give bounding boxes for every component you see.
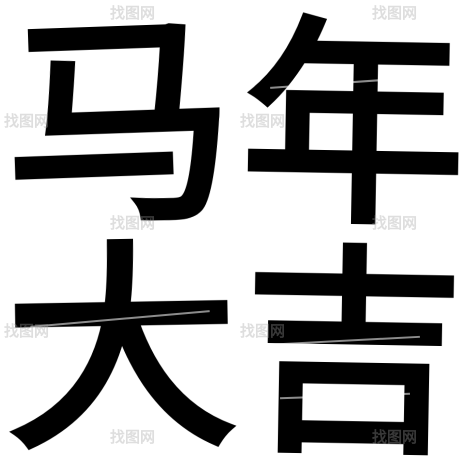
character-da: 大 [2,217,241,470]
character-ji: 吉 [241,221,466,470]
character-nian: 年 [239,0,468,257]
character-ma: 马 [0,0,240,257]
